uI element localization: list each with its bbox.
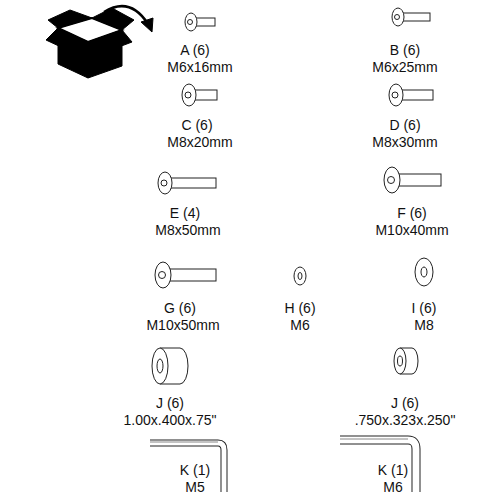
box-flap bbox=[92, 8, 134, 30]
hex-key-fill bbox=[340, 440, 416, 492]
part-label: D (6) bbox=[389, 117, 420, 133]
part-label: J (6) bbox=[391, 395, 419, 411]
screw bbox=[384, 167, 441, 193]
screw-head bbox=[384, 167, 400, 193]
washer bbox=[294, 267, 306, 285]
hex-key-outline bbox=[340, 440, 416, 492]
screw bbox=[158, 172, 216, 194]
hex-socket bbox=[392, 92, 398, 98]
washer bbox=[415, 258, 433, 286]
part-label: K (1) bbox=[378, 462, 408, 478]
screw-shaft bbox=[168, 178, 216, 188]
spacer bbox=[152, 348, 188, 384]
part-label: H (6) bbox=[284, 300, 315, 316]
screw-head bbox=[389, 84, 403, 106]
spacer-hole bbox=[157, 359, 163, 373]
screw-shaft bbox=[395, 174, 441, 186]
box-icon bbox=[46, 8, 134, 78]
part-label: M8x20mm bbox=[167, 134, 232, 150]
washer-ring bbox=[294, 267, 306, 285]
spacer-face bbox=[152, 348, 168, 384]
part-label: K (1) bbox=[180, 462, 210, 478]
part-label: B (6) bbox=[390, 42, 420, 58]
part-label: M5 bbox=[185, 479, 204, 495]
hex-socket bbox=[161, 180, 167, 186]
part-label: A (6) bbox=[180, 42, 210, 58]
part-label: M8x50mm bbox=[155, 222, 220, 238]
part-label: F (6) bbox=[397, 205, 427, 221]
washer-hole bbox=[298, 273, 302, 280]
screw bbox=[389, 84, 433, 106]
part-label: I (6) bbox=[412, 300, 437, 316]
part-label: E (4) bbox=[170, 205, 200, 221]
screw-head bbox=[158, 172, 172, 194]
screw-shaft bbox=[166, 269, 216, 281]
screw-head bbox=[392, 8, 404, 26]
part-label: M8 bbox=[414, 317, 433, 333]
arrow-line bbox=[104, 6, 148, 24]
screw bbox=[392, 8, 430, 26]
box-flap bbox=[88, 30, 132, 54]
part-label: M6 bbox=[383, 479, 402, 495]
hex-socket bbox=[188, 20, 193, 25]
arrow-head bbox=[141, 18, 153, 32]
box-flap bbox=[48, 10, 92, 28]
part-label: M10x40mm bbox=[375, 222, 448, 238]
part-label: M6 bbox=[290, 317, 309, 333]
part-label: .750x.323x.250" bbox=[355, 412, 456, 428]
hex-socket bbox=[159, 272, 166, 279]
screw-head bbox=[155, 262, 171, 288]
part-label: M8x30mm bbox=[372, 134, 437, 150]
screw-head bbox=[185, 13, 197, 31]
screw bbox=[155, 262, 216, 288]
screw bbox=[185, 13, 215, 31]
spacer-face bbox=[394, 348, 406, 374]
box-flap bbox=[46, 28, 88, 54]
screw bbox=[182, 84, 217, 106]
hex-key-edge bbox=[340, 439, 408, 440]
hex-key-edge bbox=[150, 442, 218, 443]
part-label: M6x16mm bbox=[167, 59, 232, 75]
part-label: C (6) bbox=[181, 117, 212, 133]
spacer bbox=[394, 348, 418, 374]
part-label: J (6) bbox=[156, 395, 184, 411]
hex-socket bbox=[395, 15, 400, 20]
part-label: M10x50mm bbox=[146, 317, 219, 333]
hex-socket bbox=[185, 92, 191, 98]
hex-key bbox=[340, 439, 416, 492]
washer-hole bbox=[421, 267, 427, 277]
washer-ring bbox=[415, 258, 433, 286]
screw-shaft bbox=[399, 90, 433, 100]
part-label: M6x25mm bbox=[372, 59, 437, 75]
hex-socket bbox=[388, 177, 395, 184]
screw-head bbox=[182, 84, 196, 106]
part-label: 1.00x.400x.75" bbox=[124, 412, 217, 428]
spacer-hole bbox=[398, 356, 403, 366]
part-label: G (6) bbox=[164, 300, 196, 316]
